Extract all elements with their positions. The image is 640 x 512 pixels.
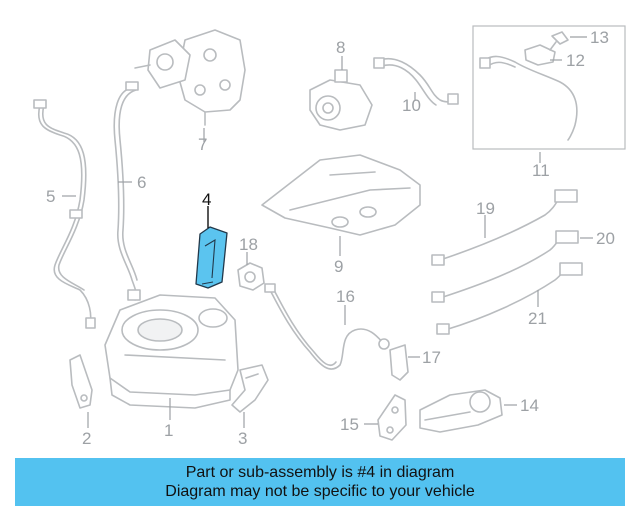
part-10-hose[interactable] (373, 57, 459, 106)
part-15-bracket[interactable] (377, 394, 407, 441)
part-4-bracket-highlighted[interactable] (195, 226, 228, 289)
part-17-clip[interactable] (389, 344, 409, 381)
callout-5: 5 (46, 187, 55, 206)
callout-19: 19 (476, 199, 495, 218)
part-6-hose[interactable] (113, 81, 141, 301)
info-banner: Part or sub-assembly is #4 in diagram Di… (15, 458, 625, 506)
callout-7: 7 (198, 135, 207, 154)
part-2-bracket[interactable] (69, 354, 93, 409)
callout-17: 17 (422, 348, 441, 367)
callout-11: 11 (532, 161, 550, 180)
callout-8: 8 (336, 38, 345, 57)
part-5-hose[interactable] (33, 99, 96, 329)
callout-16: 16 (336, 287, 355, 306)
callout-14: 14 (520, 396, 539, 415)
callout-10: 10 (402, 96, 421, 115)
part-1-canister[interactable] (104, 294, 239, 409)
part-12-connector[interactable] (524, 44, 556, 66)
part-16-pipe[interactable] (264, 283, 390, 370)
callouts: 7 5 6 4 8 9 10 12 13 11 19 20 21 18 16 1… (46, 28, 615, 448)
callout-9: 9 (334, 257, 343, 276)
part-3-bracket[interactable] (231, 364, 269, 413)
part-11-kit-box (472, 25, 626, 150)
callout-6: 6 (137, 173, 146, 192)
callout-1: 1 (164, 421, 173, 440)
callout-15: 15 (340, 415, 359, 434)
leader-lines (62, 36, 593, 428)
part-14-valve[interactable] (419, 389, 503, 433)
callout-12: 12 (566, 51, 585, 70)
callout-4: 4 (202, 190, 211, 209)
part-9-plate[interactable] (261, 154, 421, 236)
part-21-oxygen-sensor[interactable] (436, 262, 583, 335)
callout-18: 18 (239, 235, 258, 254)
part-7-bracket-assembly[interactable] (134, 29, 246, 126)
callout-3: 3 (238, 429, 247, 448)
part-13-bolt[interactable] (549, 31, 569, 51)
banner-line-1: Part or sub-assembly is #4 in diagram (185, 464, 455, 481)
part-18-sensor[interactable] (237, 262, 265, 291)
banner-line-2: Diagram may not be specific to your vehi… (165, 483, 475, 500)
callout-20: 20 (596, 229, 615, 248)
part-19-oxygen-sensor[interactable] (431, 189, 578, 266)
part-11-breather-line[interactable] (479, 55, 578, 141)
parts-diagram: 7 5 6 4 8 9 10 12 13 11 19 20 21 18 16 1… (33, 25, 626, 448)
callout-13: 13 (590, 28, 609, 47)
part-20-oxygen-sensor[interactable] (431, 230, 579, 303)
part-8-pump[interactable] (309, 69, 373, 131)
callout-21: 21 (528, 309, 547, 328)
callout-2: 2 (82, 429, 91, 448)
